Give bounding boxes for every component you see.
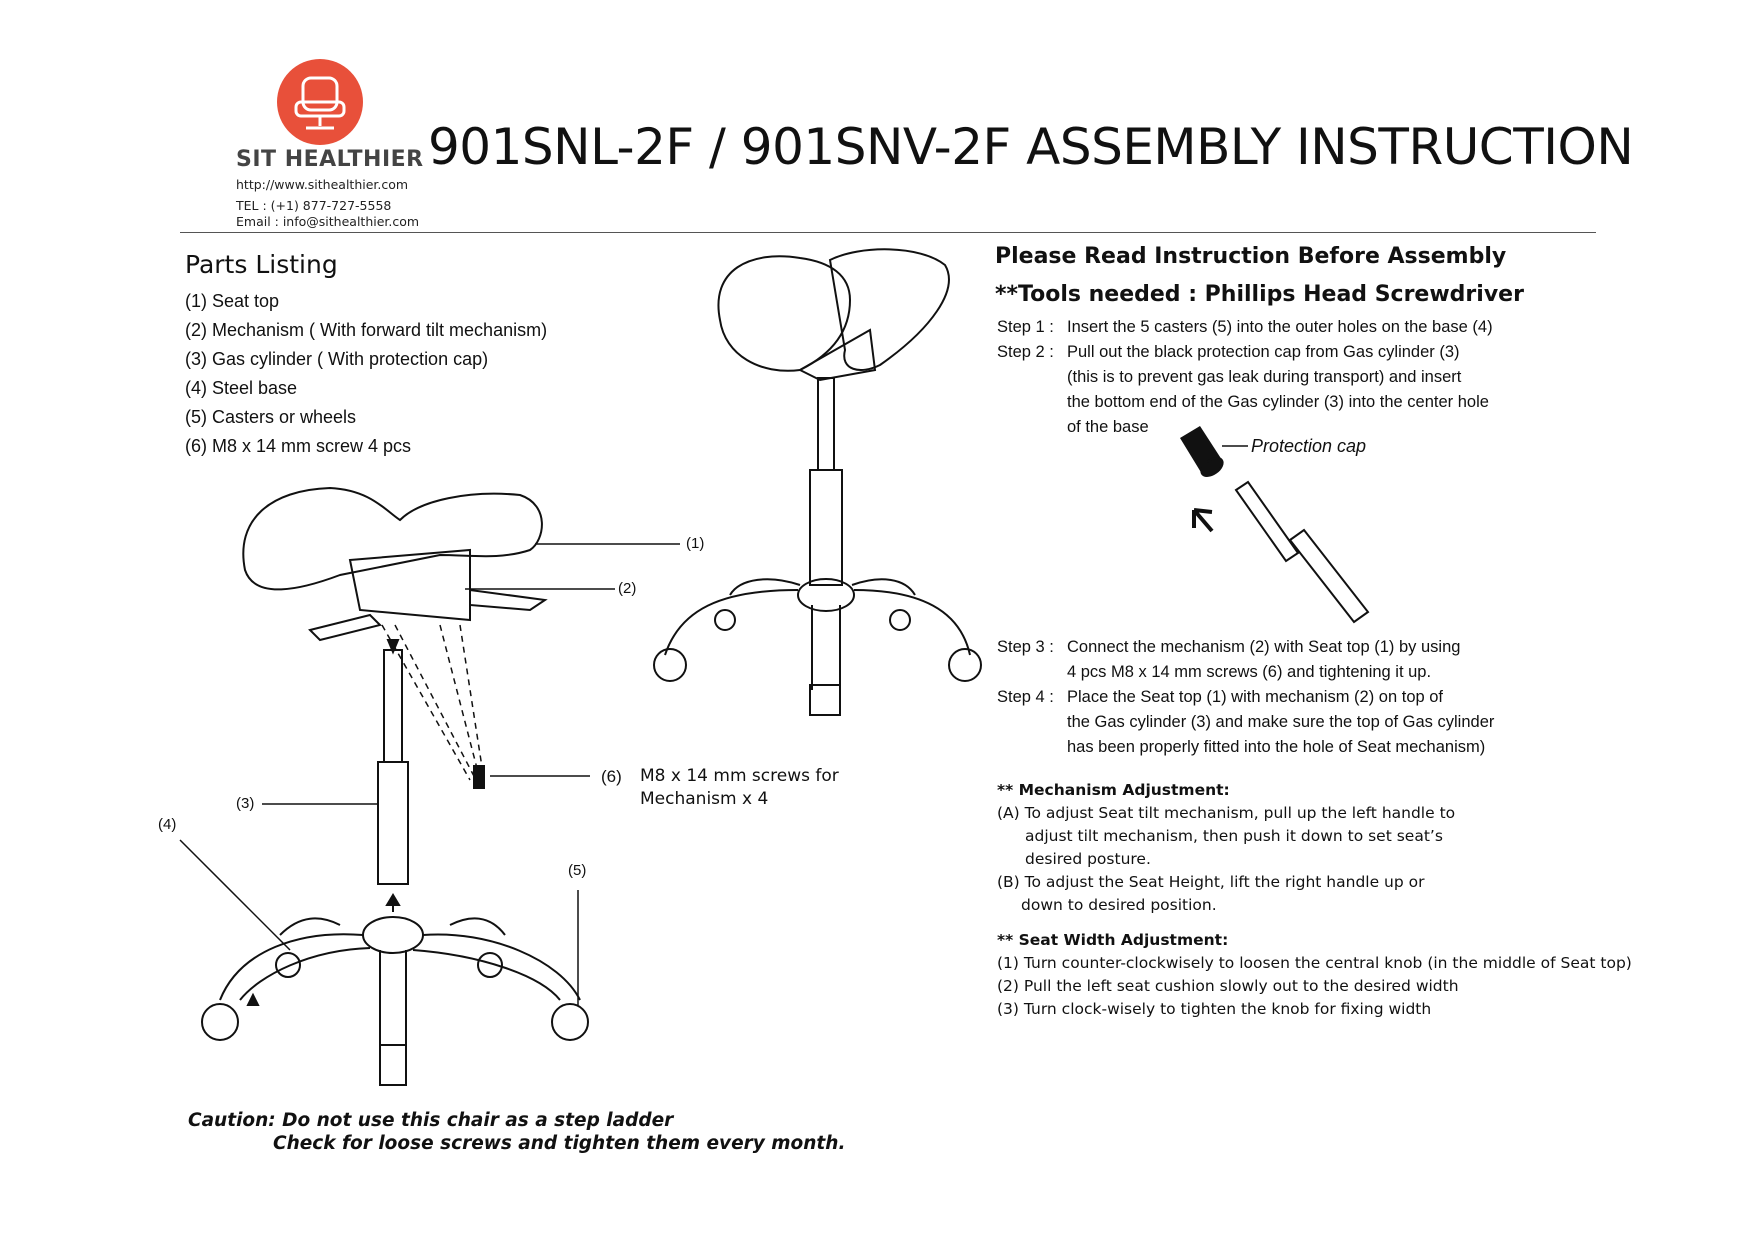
part-item: (2) Mechanism ( With forward tilt mechan…	[185, 320, 548, 340]
brand-name: SIT HEALTHIER	[236, 147, 424, 172]
email: Email : info@sithealthier.com	[236, 214, 420, 229]
screws-note-line2: Mechanism x 4	[640, 789, 769, 809]
page-title: 901SNL-2F / 901SNV-2F ASSEMBLY INSTRUCTI…	[428, 118, 1634, 176]
tools-needed: **Tools needed : Phillips Head Screwdriv…	[995, 282, 1524, 307]
part-item: (1) Seat top	[185, 291, 280, 311]
callout-1: (1)	[686, 535, 705, 552]
step-text: 4 pcs M8 x 14 mm screws (6) and tighteni…	[1067, 663, 1432, 681]
part-item: (5) Casters or wheels	[185, 407, 357, 427]
caution-line1: Caution: Do not use this chair as a step…	[188, 1110, 674, 1131]
protection-cap-label: Protection cap	[1251, 436, 1367, 456]
website-link[interactable]: http://www.sithealthier.com	[236, 177, 409, 192]
adjustment-line: down to desired position.	[1021, 896, 1217, 914]
mechanism-adjustment-heading: ** Mechanism Adjustment:	[997, 781, 1230, 799]
part-item: (3) Gas cylinder ( With protection cap)	[185, 349, 489, 369]
seat-width-line: (2) Pull the left seat cushion slowly ou…	[997, 977, 1459, 995]
step-text: Insert the 5 casters (5) into the outer …	[1067, 318, 1493, 336]
adjustment-line: (A) To adjust Seat tilt mechanism, pull …	[997, 804, 1456, 822]
step-label: Step 1 :	[997, 318, 1054, 336]
step-label: Step 2 :	[997, 343, 1054, 361]
screws-note-line1: M8 x 14 mm screws for	[640, 766, 839, 786]
step-text: the Gas cylinder (3) and make sure the t…	[1067, 713, 1495, 731]
step-text: Place the Seat top (1) with mechanism (2…	[1067, 688, 1444, 706]
adjustment-line: (B) To adjust the Seat Height, lift the …	[997, 873, 1425, 891]
sit-healthier-logo	[277, 59, 363, 145]
step-text: of the base	[1067, 418, 1149, 436]
part-item: (6) M8 x 14 mm screw 4 pcs	[185, 436, 412, 456]
seat-width-heading: ** Seat Width Adjustment:	[997, 931, 1229, 949]
seat-width-line: (1) Turn counter-clockwisely to loosen t…	[997, 954, 1632, 972]
adjustment-line: adjust tilt mechanism, then push it down…	[1025, 827, 1443, 845]
callout-5: (5)	[568, 862, 587, 879]
step-text: Pull out the black protection cap from G…	[1067, 343, 1460, 361]
seat-width-line: (3) Turn clock-wisely to tighten the kno…	[997, 1000, 1432, 1018]
callout-4: (4)	[158, 816, 177, 833]
callout-6: (6)	[601, 767, 622, 786]
part-item: (4) Steel base	[185, 378, 298, 398]
step-text: the bottom end of the Gas cylinder (3) i…	[1067, 393, 1489, 411]
header-divider	[180, 232, 1596, 233]
step-text: Connect the mechanism (2) with Seat top …	[1067, 638, 1461, 656]
caution-line2: Check for loose screws and tighten them …	[273, 1133, 846, 1154]
step-label: Step 3 :	[997, 638, 1054, 656]
parts-listing-title: Parts Listing	[185, 250, 338, 279]
step-label: Step 4 :	[997, 688, 1054, 706]
step-text: has been properly fitted into the hole o…	[1067, 738, 1486, 756]
exploded-chair-illustration	[179, 486, 680, 1086]
protection-cap-illustration	[1180, 426, 1370, 624]
instructions-heading: Please Read Instruction Before Assembly	[995, 244, 1507, 269]
telephone: TEL : (+1) 877-727-5558	[236, 198, 392, 213]
assembled-chair-illustration	[653, 248, 982, 716]
callout-3: (3)	[236, 795, 255, 812]
step-text: (this is to prevent gas leak during tran…	[1067, 368, 1462, 386]
adjustment-line: desired posture.	[1025, 850, 1151, 868]
callout-2: (2)	[618, 580, 637, 597]
